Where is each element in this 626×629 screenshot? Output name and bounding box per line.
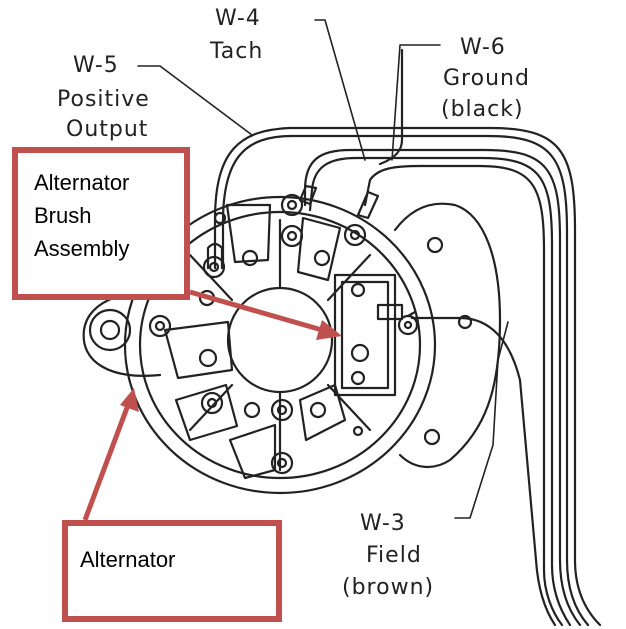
w6-code: W-6 [460, 35, 506, 60]
wire-harness [206, 48, 602, 627]
terminal-bolts [148, 193, 367, 475]
w3-code: W-3 [360, 511, 406, 536]
w4-name: Tach [209, 39, 263, 64]
w5-name: Positive [57, 87, 150, 112]
brush-callout-arrow [189, 289, 342, 340]
alternator-callout-arrow [82, 388, 139, 521]
right-bracket [393, 202, 502, 468]
alternator-callout-label: Alternator [80, 547, 176, 572]
brush-assembly-plate [333, 273, 419, 397]
w6-name: Ground [443, 66, 530, 91]
wire-labels: W-4 Tach W-5 Positive Output W-6 Ground … [57, 6, 530, 600]
label-leaders [137, 19, 509, 519]
rectifier-pads [163, 203, 347, 480]
callout-line-3: Assembly [34, 236, 130, 261]
callout-line-1: Alternator [34, 170, 130, 195]
alternator-callout [62, 520, 282, 622]
w5-name2: Output [66, 117, 148, 142]
mounting-ear [82, 291, 177, 377]
w3-name: Field [366, 543, 422, 568]
w4-code: W-4 [215, 6, 261, 31]
brush-assembly-callout [12, 147, 190, 300]
callout-arrows [82, 289, 342, 521]
w6-name2: (black) [441, 97, 524, 122]
brush-assembly-callout-text: Alternator Brush Assembly [34, 166, 129, 265]
callout-line-2: Brush [34, 203, 92, 228]
w3-name2: (brown) [342, 575, 434, 600]
w5-code: W-5 [73, 53, 119, 78]
